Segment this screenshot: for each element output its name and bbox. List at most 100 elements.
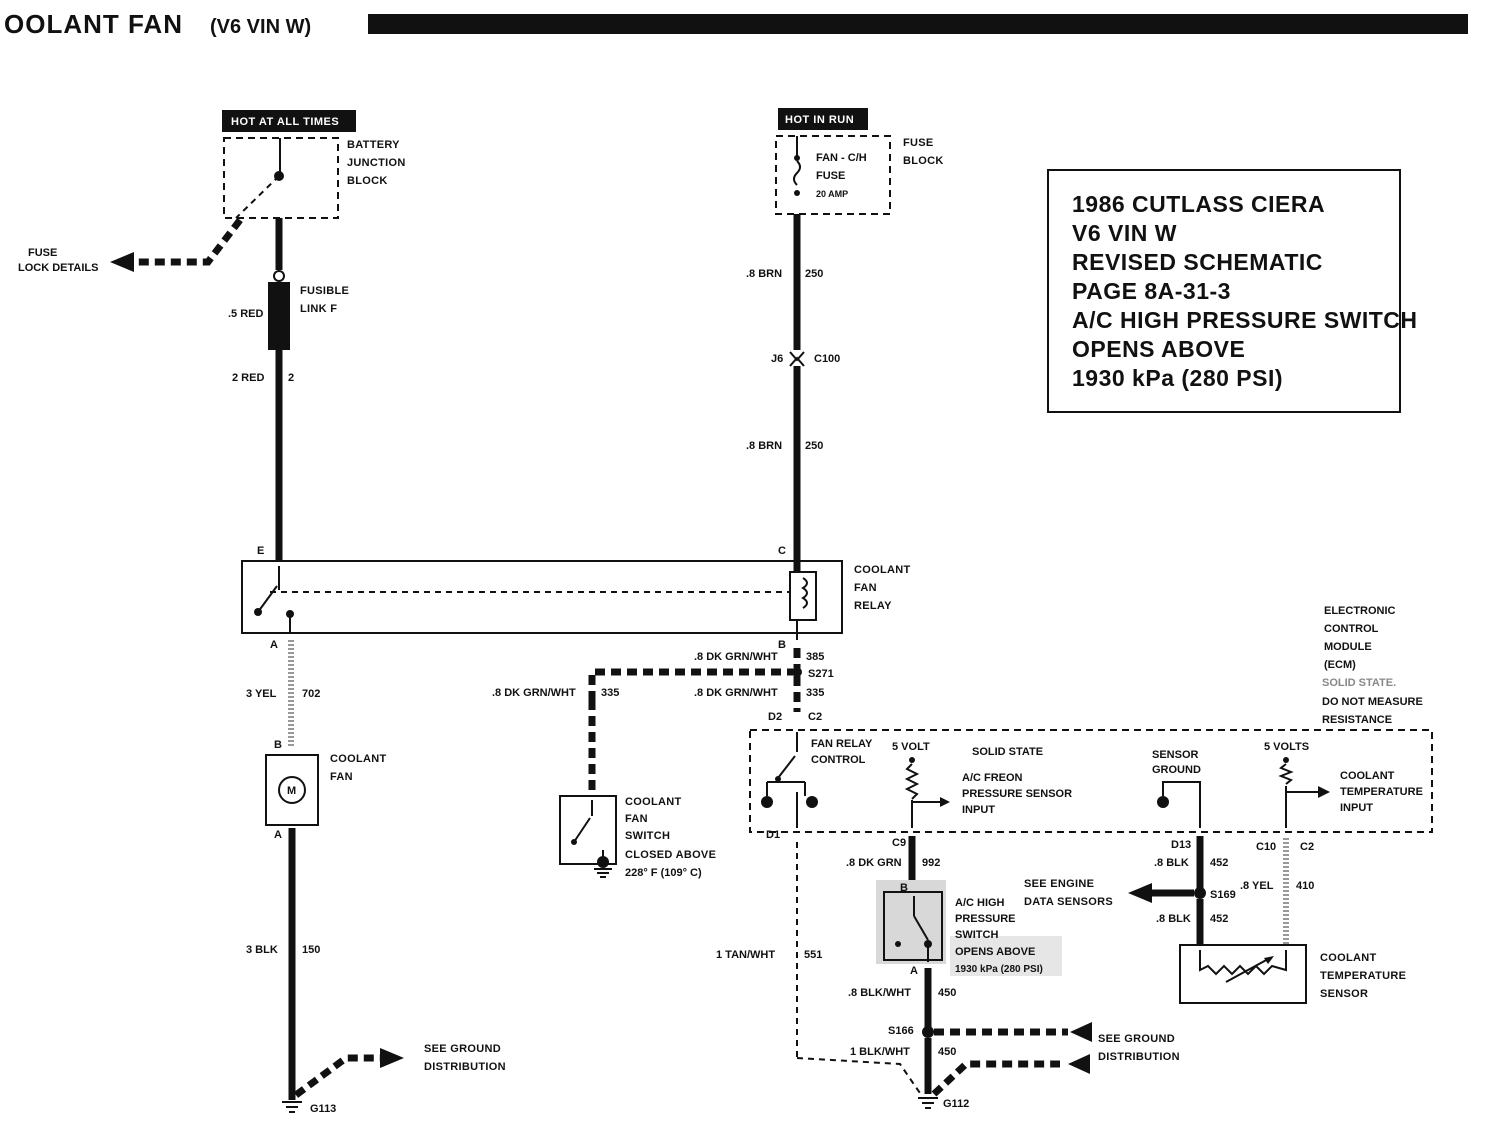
fan-switch-label: SWITCH	[625, 830, 670, 842]
circuit-number: 250	[805, 440, 823, 452]
motor-icon	[278, 776, 306, 804]
ground-icon	[594, 868, 612, 878]
ecm-temp-input: INPUT	[1340, 802, 1373, 814]
ground-label: G113	[310, 1103, 336, 1115]
header-bar	[368, 14, 1468, 34]
coolant-fan-motor-box	[265, 754, 319, 826]
relay-coil-winding	[801, 577, 808, 609]
revision-note: 1986 CUTLASS CIERA V6 VIN W REVISED SCHE…	[1072, 191, 1418, 391]
fan-switch-label: 228° F (109° C)	[625, 867, 702, 879]
wire-label: 3 BLK	[246, 944, 278, 956]
relay-coil	[789, 571, 817, 621]
pin-label: E	[257, 545, 264, 557]
pin-label: C	[778, 545, 786, 557]
page-subtitle: (V6 VIN W)	[210, 16, 311, 38]
pin-label: B	[778, 639, 786, 651]
note-line: OPENS ABOVE	[1072, 336, 1245, 362]
ecm-label: RESISTANCE	[1322, 714, 1392, 726]
coolant-fan-relay	[241, 560, 843, 634]
page-title: OOLANT FAN	[4, 9, 183, 39]
circuit-number: 452	[1210, 857, 1228, 869]
wire-label: 3 YEL	[246, 688, 277, 700]
wire-label: .8 DK GRN/WHT	[492, 687, 576, 699]
arrow-right-icon	[380, 1048, 404, 1068]
arrow-right-icon	[940, 797, 950, 807]
temp-sensor-label: TEMPERATURE	[1320, 970, 1406, 982]
pin-label: C9	[892, 837, 906, 849]
hp-switch-label: 1930 kPa (280 PSI)	[955, 964, 1043, 975]
ecm-label: CONTROL	[1324, 623, 1379, 635]
engine-data-note: DATA SENSORS	[1024, 896, 1113, 908]
fan-switch-wire	[588, 668, 797, 700]
hp-switch-shading	[876, 880, 946, 964]
circuit-number: 551	[804, 949, 822, 961]
circuit-number: 702	[302, 688, 320, 700]
ecm-solid-state: SOLID STATE	[972, 746, 1043, 758]
ecm-label: MODULE	[1324, 641, 1372, 653]
circuit-number: 150	[302, 944, 320, 956]
connector-name: C100	[814, 353, 840, 365]
pin-label: C2	[1300, 841, 1314, 853]
wire-label: .8 BRN	[746, 440, 782, 452]
engine-data-note: SEE ENGINE	[1024, 878, 1094, 890]
splice-s166	[922, 1026, 934, 1038]
hp-switch-label-shading	[950, 936, 1062, 976]
hot-in-run-tag	[778, 108, 868, 130]
motor-label: M	[287, 785, 296, 797]
circuit-number: 452	[1210, 913, 1228, 925]
fan-switch-label: COOLANT	[625, 796, 681, 808]
pin-label: D2	[768, 711, 782, 723]
note-line: 1986 CUTLASS CIERA	[1072, 191, 1325, 217]
wire-label: .5 RED	[228, 308, 264, 320]
wire-label: .8 BRN	[746, 268, 782, 280]
fuse-block-label: BLOCK	[903, 155, 944, 167]
fusible-link-terminal	[273, 270, 285, 282]
arrow-right-icon	[1318, 786, 1330, 798]
fuse-name: FUSE	[816, 170, 845, 182]
wire-label: .8 BLK	[1154, 857, 1189, 869]
circuit-number: 335	[601, 687, 619, 699]
coolant-fan-label: COOLANT	[330, 753, 386, 765]
ecm-five-volts: 5 VOLTS	[1264, 741, 1309, 753]
pin-label: D13	[1171, 839, 1191, 851]
circuit-number: 250	[805, 268, 823, 280]
fuse-amp: 20 AMP	[816, 189, 848, 199]
fuse-icon	[793, 160, 801, 186]
ground-note: SEE GROUND	[1098, 1033, 1175, 1045]
splice-label: S166	[888, 1025, 914, 1037]
pin-label: A	[270, 639, 278, 651]
ecm-freon-input: PRESSURE SENSOR	[962, 788, 1072, 800]
wire-label: 1 TAN/WHT	[716, 949, 775, 961]
note-line: 1930 kPa (280 PSI)	[1072, 365, 1283, 391]
hp-switch-label: OPENS ABOVE	[955, 946, 1035, 958]
note-line: V6 VIN W	[1072, 220, 1177, 246]
note-line: REVISED SCHEMATIC	[1072, 249, 1323, 275]
pin-label: C10	[1256, 841, 1276, 853]
connector-pin: J6	[771, 353, 783, 365]
note-line: A/C HIGH PRESSURE SWITCH	[1072, 307, 1418, 333]
ac-high-pressure-switch	[883, 891, 943, 961]
wire-label: .8 DK GRN	[846, 857, 902, 869]
wire-label: .8 DK GRN/WHT	[694, 687, 778, 699]
ecm-label: (ECM)	[1324, 659, 1356, 671]
wire-label: 2 RED	[232, 372, 264, 384]
ecm-freon-input: INPUT	[962, 804, 995, 816]
relay-label: RELAY	[854, 600, 892, 612]
ground-note: DISTRIBUTION	[1098, 1051, 1180, 1063]
battery-block-label: BATTERY	[347, 139, 400, 151]
circuit-number: 410	[1296, 880, 1314, 892]
arrow-left-icon	[1070, 1022, 1092, 1042]
ground-note: DISTRIBUTION	[424, 1061, 506, 1073]
ecm-fan-relay-control: CONTROL	[811, 754, 866, 766]
fuse-details-label: FUSE	[28, 247, 57, 259]
fuse-details-wire	[120, 217, 243, 266]
coolant-fan-label: FAN	[330, 771, 353, 783]
ecm-label: ELECTRONIC	[1324, 605, 1396, 617]
hp-switch-label: SWITCH	[955, 929, 998, 941]
fusible-link-label: LINK F	[300, 303, 337, 315]
ecm-label: SOLID STATE.	[1322, 677, 1396, 689]
ground-dist-wire	[293, 1054, 380, 1098]
ecm-five-volt: 5 VOLT	[892, 741, 930, 753]
splice-label: S169	[1210, 889, 1236, 901]
